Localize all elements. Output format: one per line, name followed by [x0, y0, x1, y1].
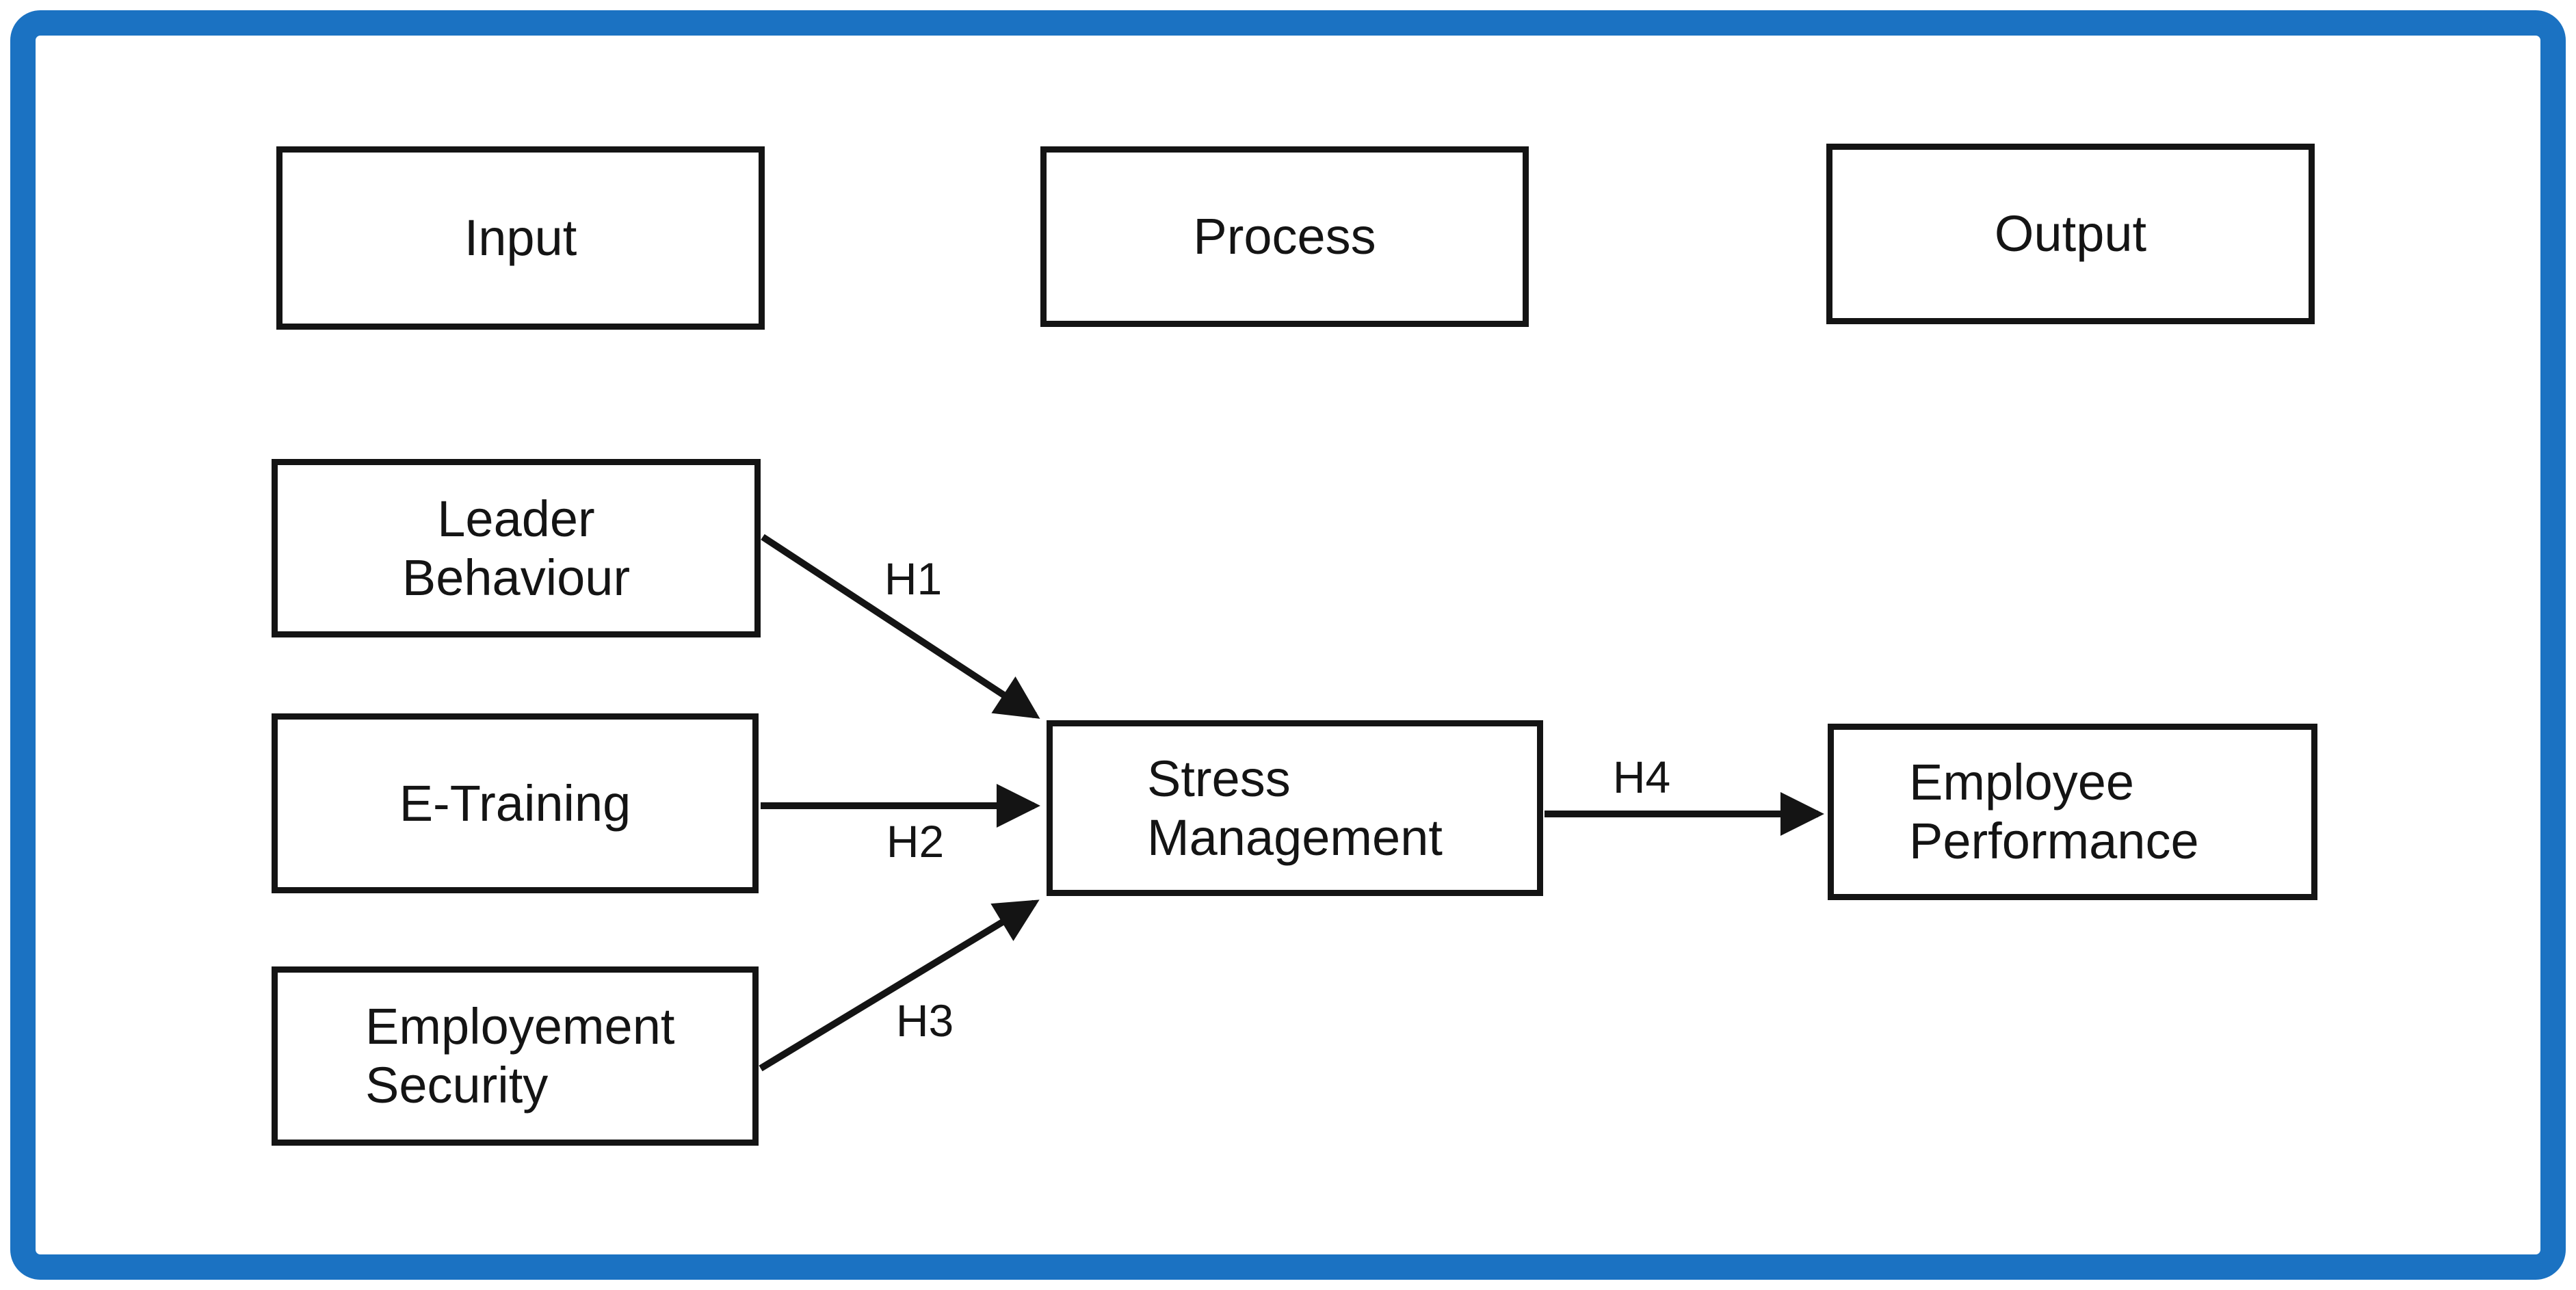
node-stress-management: Stress Management	[1047, 720, 1543, 896]
arrow-h3	[759, 899, 1040, 1072]
arrow-h1	[761, 534, 1040, 719]
column-header-process-label: Process	[1193, 208, 1376, 265]
node-employee-performance-label: Employee Performance	[1909, 754, 2199, 869]
node-leader-behaviour: Leader Behaviour	[272, 459, 761, 637]
edge-label-h1: H1	[884, 553, 943, 604]
edge-label-h4: H4	[1612, 752, 1671, 802]
column-header-input-label: Input	[464, 209, 577, 267]
node-employement-security-label: Employement Security	[365, 998, 675, 1114]
column-header-input: Input	[276, 146, 765, 330]
node-e-training: E-Training	[272, 713, 759, 893]
edge-label-h2: H2	[886, 816, 945, 867]
edge-label-h3: H3	[895, 995, 954, 1046]
node-stress-management-label: Stress Management	[1147, 750, 1443, 866]
node-employee-performance: Employee Performance	[1828, 724, 2317, 900]
node-employement-security: Employement Security	[272, 966, 759, 1146]
node-leader-behaviour-label: Leader Behaviour	[402, 490, 631, 606]
column-header-output-label: Output	[1994, 205, 2147, 263]
column-header-output: Output	[1826, 144, 2315, 324]
column-header-process: Process	[1040, 146, 1529, 327]
node-e-training-label: E-Training	[399, 774, 631, 832]
